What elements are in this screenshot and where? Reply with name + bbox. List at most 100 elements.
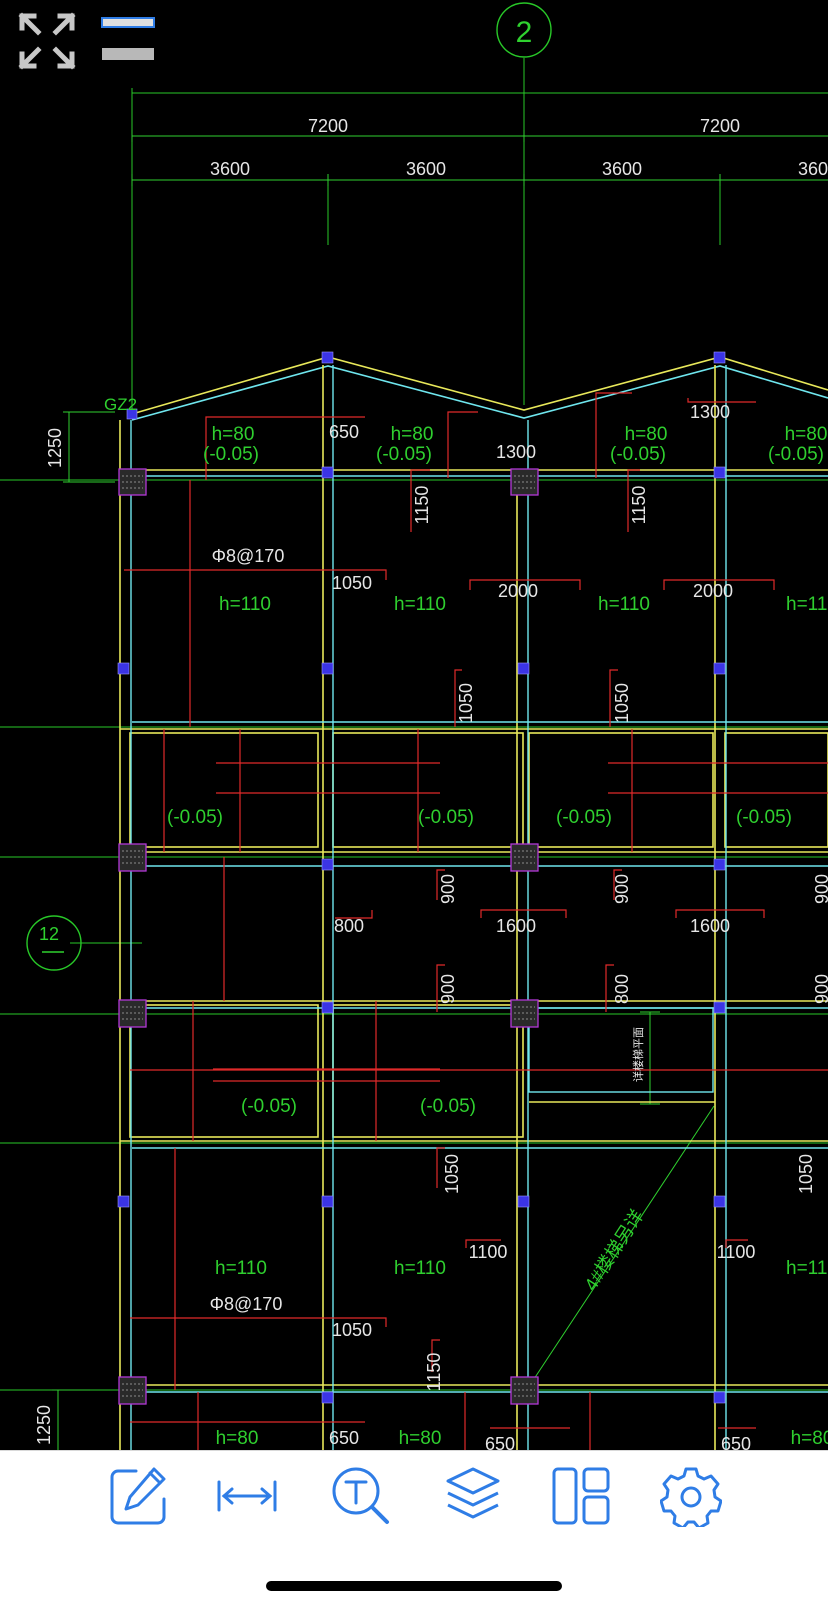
stair-small-note: 详楼梯平面 (631, 1027, 645, 1082)
layer-toggle-button[interactable] (98, 12, 158, 64)
svg-text:2000: 2000 (498, 581, 538, 601)
slab-thickness: h=110 (786, 1258, 828, 1279)
roof-outline (131, 356, 828, 421)
settings-button[interactable] (659, 1465, 723, 1530)
dim-3600-1: 3600 (210, 159, 250, 179)
slab-thickness: h=110 (394, 594, 446, 615)
slab-elevation: (-0.05) (376, 444, 432, 465)
svg-text:900: 900 (812, 874, 828, 904)
layout-icon (552, 1467, 610, 1525)
svg-text:1100: 1100 (717, 1242, 756, 1262)
rebar-spec: Φ8@170 (210, 1294, 283, 1314)
svg-text:1050: 1050 (332, 573, 372, 593)
slab-thickness: h=80 (399, 1428, 442, 1449)
grid-axis-lines (0, 58, 828, 1391)
svg-text:1300: 1300 (496, 442, 536, 462)
slab-thickness: h=110 (786, 594, 828, 615)
svg-text:1050: 1050 (332, 1320, 372, 1340)
dim-3600-3: 3600 (602, 159, 642, 179)
edit-button[interactable] (108, 1465, 170, 1527)
svg-text:1600: 1600 (496, 916, 536, 936)
edit-icon (110, 1467, 166, 1525)
axis-bubble-2: 2 (496, 2, 552, 58)
stair-note: 4#楼梯另详 (581, 1206, 648, 1294)
home-indicator (266, 1581, 562, 1591)
fullscreen-button[interactable] (14, 8, 80, 74)
layer-bars-icon (101, 17, 155, 60)
svg-text:900: 900 (612, 874, 632, 904)
cad-drawing-canvas[interactable]: 2 12 7200 7200 3600 3600 3600 3600 1250 … (0, 0, 828, 1450)
slab-elevation: (-0.05) (736, 807, 792, 828)
svg-text:900: 900 (438, 974, 458, 1004)
svg-text:650: 650 (721, 1434, 751, 1450)
dim-3600-2: 3600 (406, 159, 446, 179)
svg-text:900: 900 (812, 974, 828, 1004)
svg-text:1050: 1050 (442, 1154, 462, 1194)
layers-button[interactable] (442, 1465, 504, 1527)
wall-lines-yellow (119, 365, 828, 1450)
axis-bubble-12-label: 12 (39, 924, 59, 944)
svg-text:1600: 1600 (690, 916, 730, 936)
rebar-lines (124, 392, 828, 1450)
slab-thickness: h=80 (216, 1428, 259, 1449)
dimension-texts: 7200 7200 3600 3600 3600 3600 1250 1250 (34, 116, 828, 1445)
text-search-button[interactable] (330, 1465, 392, 1527)
svg-text:1100: 1100 (469, 1242, 508, 1262)
svg-text:1050: 1050 (796, 1154, 816, 1194)
slab-elevation: (-0.05) (420, 1096, 476, 1117)
layers-icon (446, 1467, 500, 1519)
slab-elevation: (-0.05) (203, 444, 259, 465)
rebar-spec: Φ8@170 (212, 546, 285, 566)
svg-text:2000: 2000 (693, 581, 733, 601)
slab-thickness: h=80 (212, 424, 255, 445)
axis-bubble-12: 12 (26, 915, 82, 971)
dim-1250-top: 1250 (45, 428, 65, 468)
svg-text:800: 800 (612, 974, 632, 1004)
slab-thickness: h=80 (791, 1428, 828, 1449)
svg-text:1150: 1150 (412, 486, 432, 525)
axis-bubble-2-label: 2 (516, 16, 533, 49)
bottom-toolbar (0, 1450, 828, 1605)
expand-arrows-icon (18, 12, 76, 70)
slab-elevation: (-0.05) (418, 807, 474, 828)
svg-text:1050: 1050 (456, 683, 476, 723)
svg-text:900: 900 (438, 874, 458, 904)
column-markers-blue (117, 351, 726, 1404)
slab-thickness: h=110 (394, 1258, 446, 1279)
svg-text:800: 800 (334, 916, 364, 936)
dim-1250-bottom: 1250 (34, 1405, 54, 1445)
svg-text:1300: 1300 (690, 402, 730, 422)
slab-thickness: h=110 (598, 594, 650, 615)
slab-elevation: (-0.05) (556, 807, 612, 828)
svg-text:650: 650 (485, 1434, 515, 1450)
column-tag-gz2: GZ2 (104, 395, 137, 414)
slab-elevation: (-0.05) (768, 444, 824, 465)
slab-thickness: h=80 (625, 424, 668, 445)
dim-3600-4: 3600 (798, 159, 828, 179)
slab-elevation: (-0.05) (167, 807, 223, 828)
svg-text:1150: 1150 (424, 1353, 444, 1392)
slab-elevation: (-0.05) (241, 1096, 297, 1117)
dim-7200-right: 7200 (700, 116, 740, 136)
layout-button[interactable] (550, 1465, 612, 1527)
svg-text:1150: 1150 (629, 486, 649, 525)
dim-7200-left: 7200 (308, 116, 348, 136)
slab-thickness: h=110 (215, 1258, 267, 1279)
svg-text:650: 650 (329, 422, 359, 442)
slab-thickness: h=80 (391, 424, 434, 445)
measure-button[interactable] (216, 1465, 278, 1527)
column-hatch (122, 475, 535, 1397)
settings-icon (659, 1467, 723, 1530)
slab-elevation: (-0.05) (610, 444, 666, 465)
wall-lines-cyan (130, 365, 828, 1450)
text-search-icon (332, 1467, 389, 1524)
slab-labels: h=80 (-0.05) h=80 (-0.05) h=80 (-0.05) h… (167, 424, 828, 1449)
svg-text:1050: 1050 (612, 683, 632, 723)
measure-icon (217, 1480, 277, 1512)
svg-text:650: 650 (329, 1428, 359, 1448)
slab-thickness: h=110 (219, 594, 271, 615)
rebar-spec-labels: Φ8@170 Φ8@170 (210, 546, 285, 1314)
slab-thickness: h=80 (785, 424, 828, 445)
column-markers-purple (118, 468, 539, 1405)
dimension-lines (52, 130, 828, 1450)
